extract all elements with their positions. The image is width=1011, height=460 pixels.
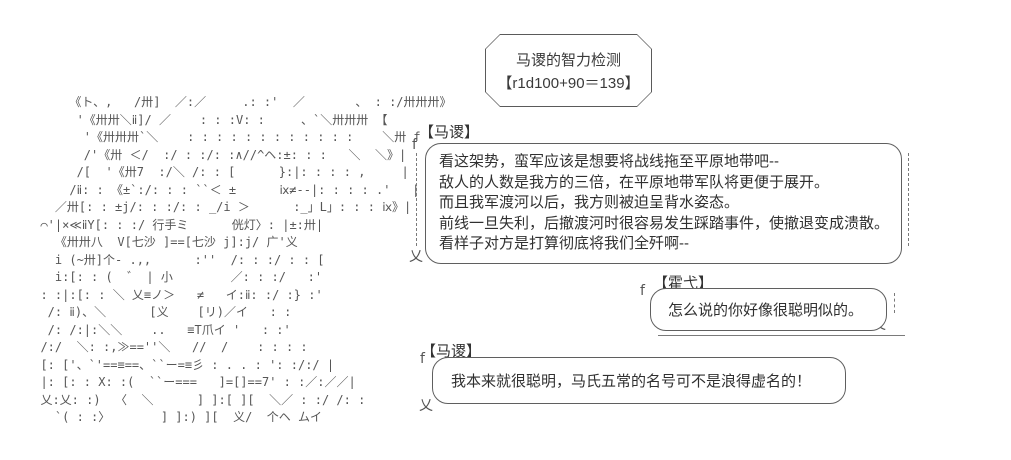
dialogue-line: 敌人的人数是我方的三倍，在平原地带军队将更便于展开。 — [439, 173, 830, 191]
dialogue-line: 怎么说的你好像很聪明似的。 — [668, 302, 864, 319]
speaker-label-masu-1: 【马谡】 — [419, 124, 480, 141]
bubble-hook-glyph: f — [420, 351, 425, 367]
bubble-side-line-left — [416, 153, 417, 246]
dialogue-bubble-masu-2: 我本来就很聪明，马氏五常的名号可不是浪得虚名的！ — [432, 357, 846, 404]
bubble-tail-glyph: 乂 — [409, 249, 423, 265]
roll-result: 【r1d100+90＝139】 — [497, 74, 640, 92]
bubble-hook-glyph: f — [412, 137, 417, 153]
dialogue-bubble-huoyi: 怎么说的你好像很聪明似的。 — [650, 288, 887, 331]
dialogue-line: 而且我军渡河以后，我方则被迫呈背水姿态。 — [439, 194, 740, 211]
dialogue-line: 我本来就很聪明，马氏五常的名号可不是浪得虚名的！ — [451, 373, 812, 390]
bubble-side-line-right — [894, 293, 895, 313]
dialogue-line: 看这架势，蛮军应该是想要将战线拖至平原地带吧-- — [439, 153, 779, 170]
dice-roll-box: 马谡的智力检测 【r1d100+90＝139】 — [485, 34, 652, 107]
dice-roll-box-inner: 马谡的智力检测 【r1d100+90＝139】 — [486, 35, 651, 106]
dialogue-line: 前线一旦失利，后撤渡河时很容易发生踩踏事件，使撤退变成溃散。 — [439, 214, 890, 232]
speaker-label-huoyi: 【霍弋】 — [653, 275, 714, 292]
dialogue-line: 看样子对方是打算彻底将我们全歼啊-- — [439, 235, 689, 252]
bubble-under-line — [658, 335, 905, 336]
bubble-tail-glyph: 乂 — [419, 398, 433, 414]
bubble-hook-glyph: f — [640, 283, 645, 299]
dialogue-bubble-masu-1: 看这架势，蛮军应该是想要将战线拖至平原地带吧-- 敌人的人数是我方的三倍，在平原… — [425, 143, 902, 264]
roll-title: 马谡的智力检测 — [515, 51, 621, 69]
speaker-label-masu-2: 【马谡】 — [421, 343, 482, 360]
ascii-art-character: 《ト、, /卅] ／:／ .: :' ／ 、 : :/卅卅卅》 '《卅卅＼ⅱ]/… — [40, 95, 452, 424]
bubble-side-line-right — [908, 153, 909, 246]
